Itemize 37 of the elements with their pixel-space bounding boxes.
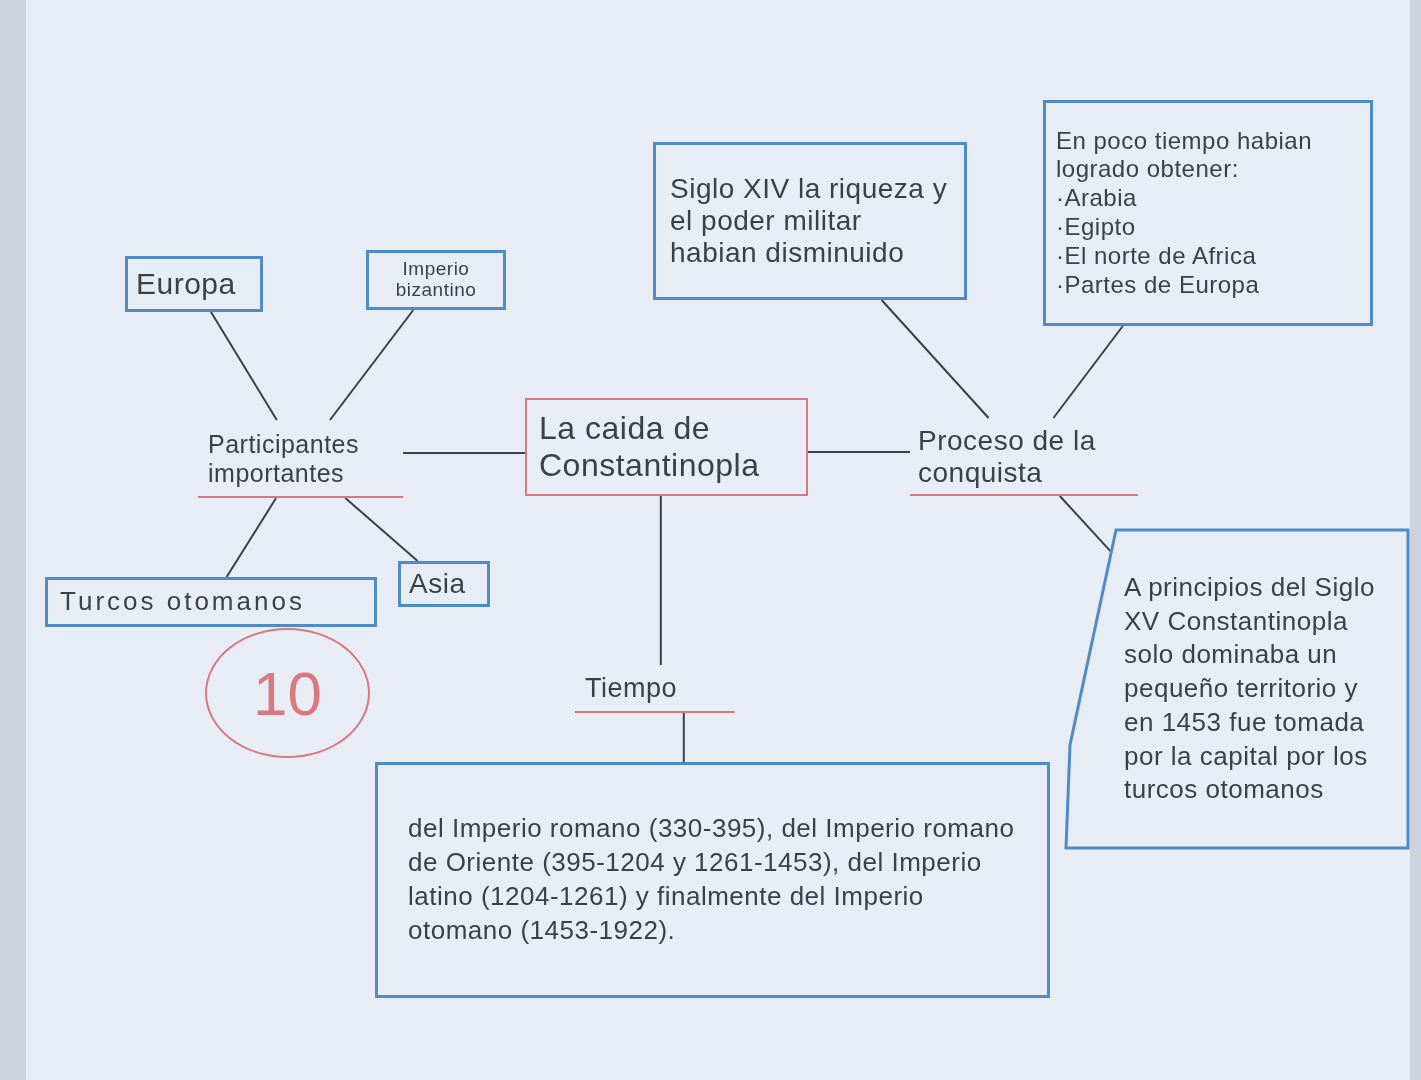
connector-line — [402, 452, 526, 454]
connector-line — [682, 712, 685, 763]
connector-line — [329, 309, 415, 421]
concept-box — [375, 762, 1050, 998]
concept-box — [1043, 100, 1373, 326]
connector-line — [344, 497, 419, 562]
concept-text: del Imperio romano (330-395), del Imperio romano de Oriente (395-1204 y 1261-1453), del Imperio latino (1204-1261) y finalmente del Imperio otomano (1453-1922). — [408, 812, 1016, 947]
concept-box — [398, 561, 490, 607]
topic-text: Proceso de la conquista — [918, 424, 1097, 490]
connector-line — [807, 451, 911, 453]
concept-text: Europa — [136, 266, 237, 302]
note-box — [1066, 530, 1408, 848]
concept-box — [45, 577, 377, 627]
connector-line — [225, 497, 278, 578]
title-text: La caida de Constantinopla — [539, 410, 761, 484]
concept-box — [366, 250, 506, 310]
note-text: A principios del Siglo XV Constantinopla solo dominaba un pequeño territorio y en 1453 fue tomada por la capital por los turcos otomanos — [1124, 570, 1376, 807]
connector-line — [210, 311, 278, 421]
circled-grade: 10 — [205, 628, 370, 758]
connector-line — [1052, 325, 1124, 419]
list-item: ·Arabia — [1056, 184, 1138, 213]
concept-text: Imperio bizantino — [394, 259, 478, 301]
concept-text: Siglo XIV la riqueza y el poder militar habian disminuido — [670, 172, 949, 270]
topic-text: Participantes importantes — [208, 430, 361, 488]
concept-box — [653, 142, 967, 300]
connector-line — [659, 495, 662, 666]
connector-line — [1058, 495, 1113, 554]
concept-text: Turcos otomanos — [60, 587, 306, 617]
list-item: ·El norte de Africa — [1056, 241, 1258, 271]
title-box — [525, 398, 808, 496]
concept-text: En poco tiempo habian logrado obtener: — [1056, 126, 1313, 185]
concept-box — [125, 256, 263, 312]
list-item: ·Partes de Europa — [1056, 270, 1261, 300]
connector-line — [880, 299, 990, 419]
topic-text: Tiempo — [585, 673, 679, 705]
list-item: ·Egipto — [1056, 213, 1137, 242]
concept-text: Asia — [409, 568, 467, 600]
